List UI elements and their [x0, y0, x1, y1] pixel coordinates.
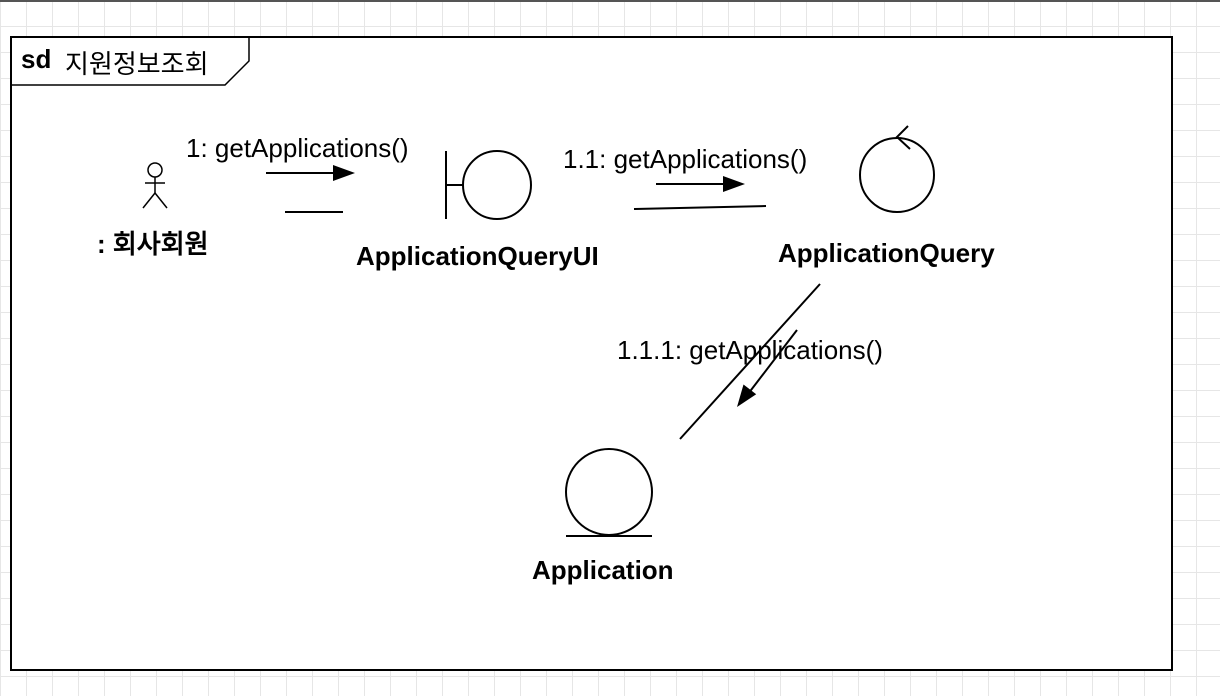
boundary-icon — [445, 150, 532, 220]
link-control-entity — [679, 283, 821, 440]
actor-label: : 회사회원 — [97, 229, 209, 259]
boundary-name: ApplicationQueryUI — [356, 241, 599, 271]
sd-frame-tab — [11, 37, 250, 86]
message-1-1-arrow — [656, 176, 745, 192]
message-1-1-label: 1.1: getApplications() — [563, 144, 808, 174]
frame-keyword: sd — [21, 44, 52, 74]
entity-icon — [565, 448, 653, 537]
window-top-border — [0, 0, 1220, 2]
link-boundary-control — [633, 205, 767, 210]
control-name: ApplicationQuery — [778, 238, 995, 268]
entity-name: Application — [532, 555, 674, 585]
message-1-1-1-label: 1.1.1: getApplications() — [617, 335, 883, 365]
message-1-arrow — [266, 165, 355, 181]
message-1-label: 1: getApplications() — [186, 133, 409, 163]
frame-title: 지원정보조회 — [65, 49, 209, 79]
message-1-1-1-arrow — [737, 329, 798, 407]
control-icon — [859, 125, 935, 213]
sd-frame — [10, 36, 1173, 671]
actor-stick-figure-icon — [142, 162, 168, 209]
